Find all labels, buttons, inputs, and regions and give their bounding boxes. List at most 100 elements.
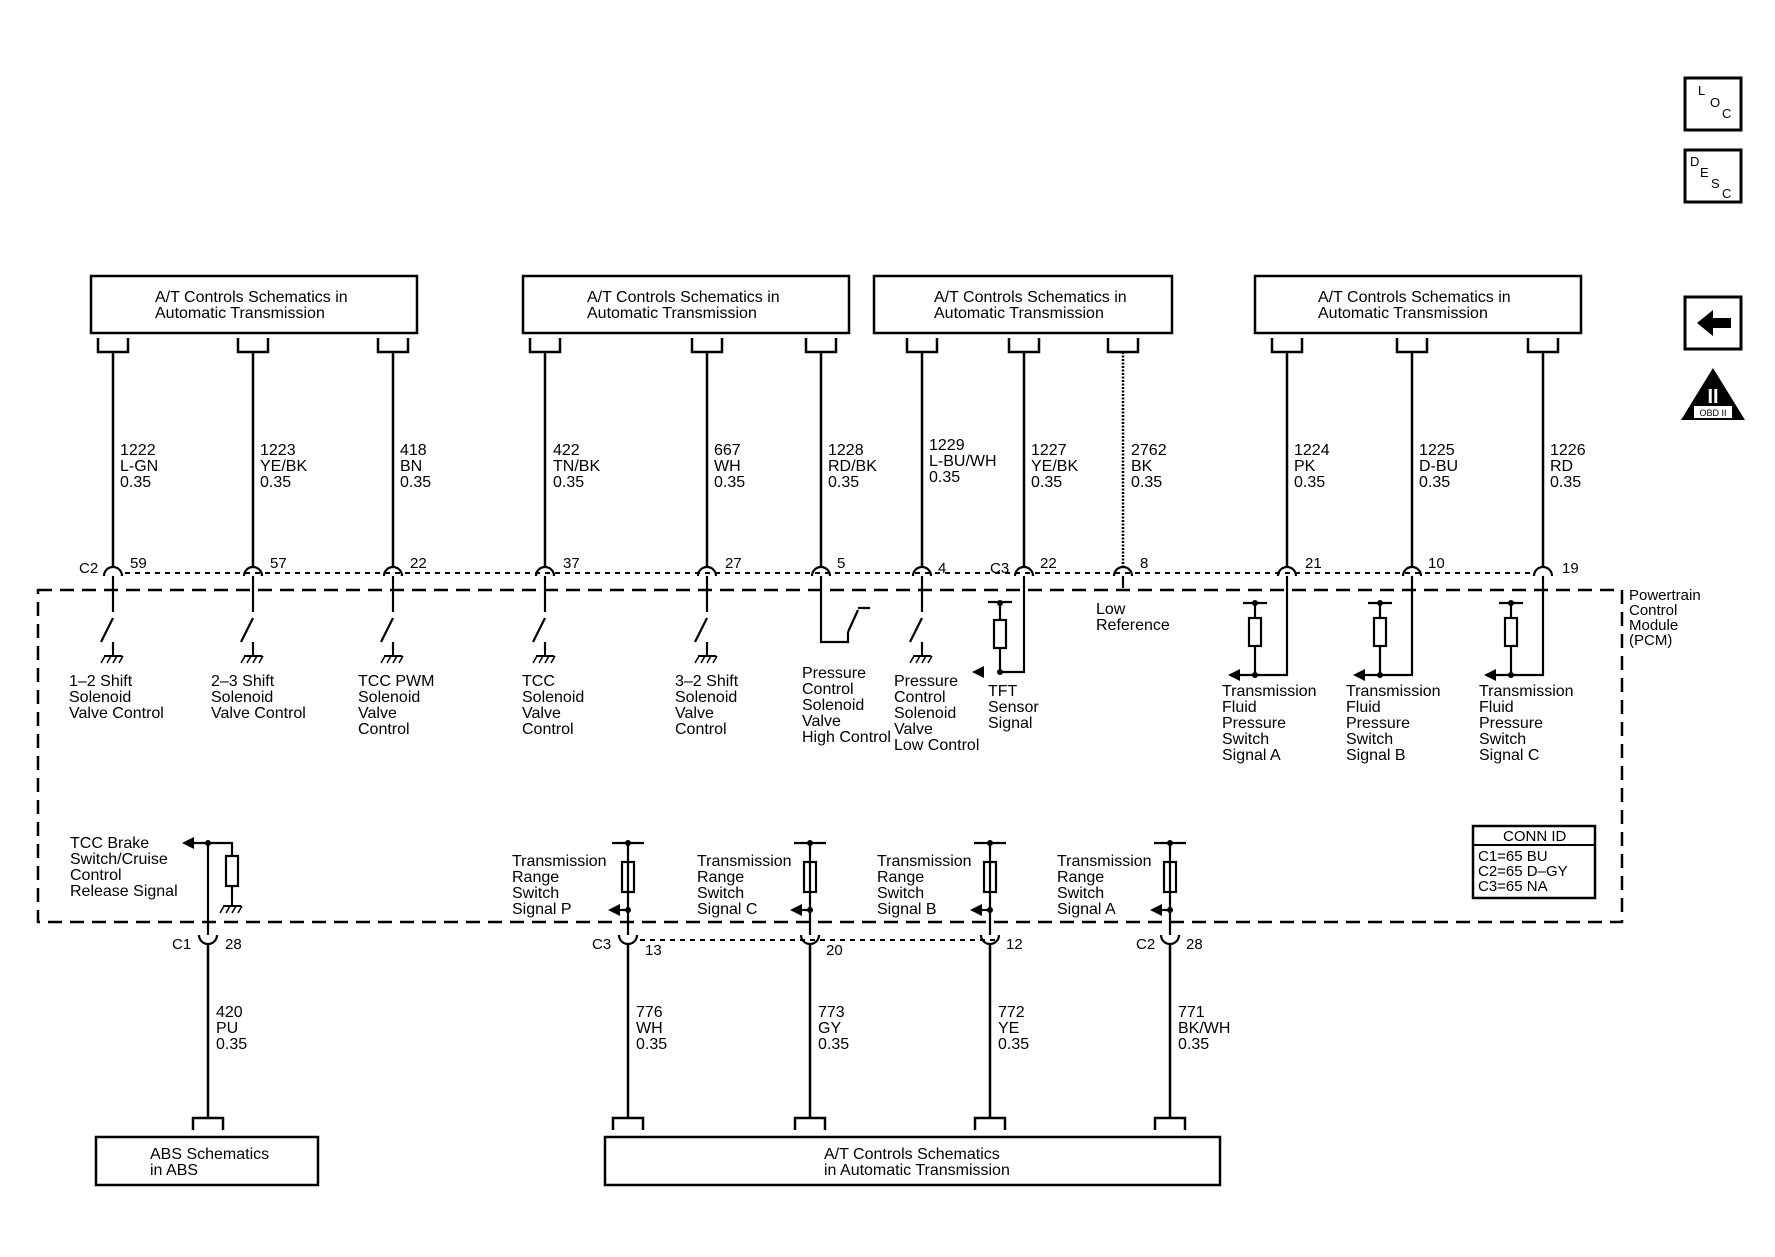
wire-label-773: 773 GY 0.35 (818, 1004, 849, 1053)
svg-text:Valve Control: Valve Control (211, 705, 306, 722)
ref-box-top-1[interactable]: A/T Controls Schematics in Automatic Tra… (89, 274, 419, 335)
svg-text:Pressure: Pressure (894, 673, 958, 690)
svg-text:0.35: 0.35 (714, 474, 745, 491)
svg-text:Transmission: Transmission (512, 853, 607, 870)
label-low-reference: Low Reference (1096, 601, 1170, 634)
top-wires (111, 352, 1545, 568)
label-tfp-b: Transmission Fluid Pressure Switch Signa… (1346, 683, 1441, 764)
svg-text:0.35: 0.35 (1178, 1036, 1209, 1053)
svg-text:0.35: 0.35 (929, 469, 960, 486)
internal-dots-arrows (972, 600, 1514, 681)
ref-box-top-3[interactable]: A/T Controls Schematics in Automatic Tra… (872, 274, 1174, 335)
desc-icon-letter: C (1722, 186, 1731, 201)
svg-text:Control: Control (70, 867, 122, 884)
svg-text:0.35: 0.35 (1419, 474, 1450, 491)
svg-text:Transmission: Transmission (1479, 683, 1574, 700)
connector-c2-label: C2 (1136, 936, 1155, 953)
svg-text:Range: Range (1057, 869, 1104, 886)
back-arrow-icon[interactable] (1683, 295, 1743, 351)
svg-text:0.35: 0.35 (998, 1036, 1029, 1053)
label-tcc-pwm: TCC PWM Solenoid Valve Control (358, 673, 434, 738)
svg-text:Valve: Valve (358, 705, 397, 722)
wire-label-1226: 1226 RD 0.35 (1550, 442, 1586, 491)
svg-text:1225: 1225 (1419, 442, 1455, 459)
conn-id-row: C2=65 D–GY (1478, 863, 1568, 880)
pin-label: 19 (1562, 560, 1579, 577)
label-1-2-shift: 1–2 Shift Solenoid Valve Control (69, 673, 164, 722)
pcm-label: Powertrain Control Module (PCM) (1629, 587, 1701, 649)
svg-text:1229: 1229 (929, 437, 965, 454)
ref-box-top-2[interactable]: A/T Controls Schematics in Automatic Tra… (521, 274, 851, 335)
bottom-terminals (191, 1116, 1187, 1130)
svg-text:0.35: 0.35 (1031, 474, 1062, 491)
pin-label: 37 (563, 555, 580, 572)
pin-label: 22 (410, 555, 427, 572)
bottom-wires (206, 945, 1172, 1118)
desc-icon-letter: D (1690, 154, 1699, 169)
pin-label: 27 (725, 555, 742, 572)
pin-label: 21 (1305, 555, 1322, 572)
pin-label: 12 (1006, 936, 1023, 953)
svg-text:Solenoid: Solenoid (894, 705, 956, 722)
svg-text:Release Signal: Release Signal (70, 883, 178, 900)
ref-box-abs[interactable]: ABS Schematics in ABS (94, 1135, 320, 1187)
svg-text:Solenoid: Solenoid (211, 689, 273, 706)
svg-text:Solenoid: Solenoid (675, 689, 737, 706)
wire-label-776: 776 WH 0.35 (636, 1004, 667, 1053)
svg-text:667: 667 (714, 442, 741, 459)
svg-text:YE/BK: YE/BK (1031, 458, 1078, 475)
svg-text:0.35: 0.35 (216, 1036, 247, 1053)
ref-box-line: Automatic Transmission (1318, 305, 1488, 322)
desc-icon[interactable]: D E S C (1683, 148, 1743, 204)
wire-label-1229: 1229 L-BU/WH 0.35 (929, 437, 997, 486)
label-2-3-shift: 2–3 Shift Solenoid Valve Control (211, 673, 306, 722)
svg-text:Valve: Valve (675, 705, 714, 722)
svg-text:TCC Brake: TCC Brake (70, 835, 149, 852)
svg-text:1228: 1228 (828, 442, 864, 459)
svg-text:Valve Control: Valve Control (69, 705, 164, 722)
label-pc-high: Pressure Control Solenoid Valve High Con… (802, 665, 891, 746)
svg-text:Sensor: Sensor (988, 699, 1039, 716)
svg-text:GY: GY (818, 1020, 841, 1037)
pin-label: 5 (837, 555, 845, 572)
pin-label: 59 (130, 555, 147, 572)
label-tfp-a: Transmission Fluid Pressure Switch Signa… (1222, 683, 1317, 764)
svg-text:1224: 1224 (1294, 442, 1330, 459)
wire-label-1225: 1225 D-BU 0.35 (1419, 442, 1458, 491)
label-trs-p: Transmission Range Switch Signal P (512, 853, 607, 918)
svg-text:Solenoid: Solenoid (802, 697, 864, 714)
top-pin-labels: C2 59 57 22 37 27 5 4 C3 22 8 21 10 19 (79, 555, 1579, 577)
wire-label-772: 772 YE 0.35 (998, 1004, 1029, 1053)
svg-text:Valve: Valve (802, 713, 841, 730)
ref-box-top-4[interactable]: A/T Controls Schematics in Automatic Tra… (1253, 274, 1583, 335)
wire-label-420: 420 PU 0.35 (216, 1004, 247, 1053)
wire-label-1228: 1228 RD/BK 0.35 (828, 442, 877, 491)
svg-text:Fluid: Fluid (1222, 699, 1257, 716)
svg-text:0.35: 0.35 (553, 474, 584, 491)
conn-id-title: CONN ID (1503, 828, 1567, 845)
svg-text:Switch: Switch (1057, 885, 1104, 902)
ref-box-line: in ABS (150, 1162, 198, 1179)
ref-box-bottom[interactable]: A/T Controls Schematics in Automatic Tra… (603, 1135, 1222, 1187)
loc-icon[interactable]: L O C (1683, 76, 1743, 132)
wire-label-1227: 1227 YE/BK 0.35 (1031, 442, 1078, 491)
ref-box-line: A/T Controls Schematics (824, 1146, 1000, 1163)
obd-ii-icon[interactable]: II OBD II (1681, 368, 1745, 420)
svg-text:Signal C: Signal C (697, 901, 757, 918)
svg-text:771: 771 (1178, 1004, 1205, 1021)
connector-c2-label: C2 (79, 560, 98, 577)
ref-box-line: Automatic Transmission (934, 305, 1104, 322)
pin-label: 8 (1140, 555, 1148, 572)
svg-text:Signal: Signal (988, 715, 1032, 732)
pin-label: 57 (270, 555, 287, 572)
svg-text:Control: Control (802, 681, 854, 698)
svg-text:Control: Control (1629, 602, 1677, 619)
svg-text:Solenoid: Solenoid (522, 689, 584, 706)
svg-text:Switch/Cruise: Switch/Cruise (70, 851, 168, 868)
ref-box-line: A/T Controls Schematics in (587, 289, 780, 306)
svg-text:Switch: Switch (1346, 731, 1393, 748)
ref-box-line: Automatic Transmission (587, 305, 757, 322)
svg-text:Pressure: Pressure (1346, 715, 1410, 732)
conn-id-box: CONN ID C1=65 BU C2=65 D–GY C3=65 NA (1471, 824, 1597, 900)
svg-text:0.35: 0.35 (120, 474, 151, 491)
